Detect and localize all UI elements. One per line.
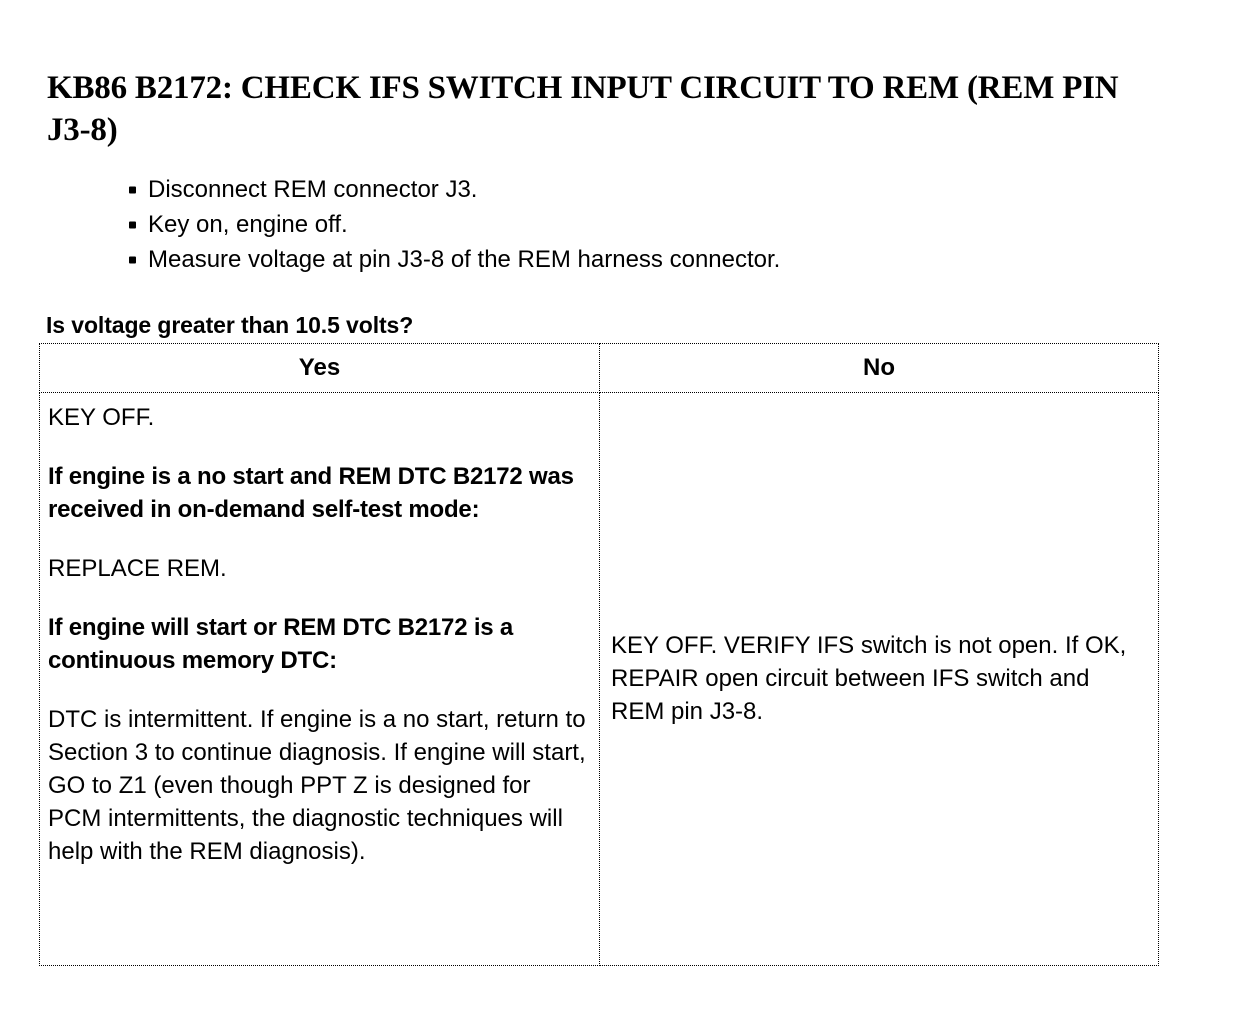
yes-paragraph-1: KEY OFF. <box>48 404 155 431</box>
bullet-icon <box>129 256 136 263</box>
list-item-label: Measure voltage at pin J3-8 of the REM h… <box>148 246 781 273</box>
list-item: Disconnect REM connector J3. <box>128 172 1078 207</box>
procedure-step-list: Disconnect REM connector J3. Key on, eng… <box>128 172 1078 277</box>
table-header-row: Yes No <box>39 343 1159 393</box>
question-prompt: Is voltage greater than 10.5 volts? <box>46 312 414 338</box>
column-header-yes: Yes <box>39 343 600 393</box>
cell-no-action: KEY OFF. VERIFY IFS switch is not open. … <box>599 392 1159 966</box>
page-title: KB86 B2172: CHECK IFS SWITCH INPUT CIRCU… <box>47 70 1119 149</box>
yes-paragraph-4: If engine will start or REM DTC B2172 is… <box>48 614 514 674</box>
yes-paragraph-3: REPLACE REM. <box>48 555 227 582</box>
list-item-label: Key on, engine off. <box>148 211 348 238</box>
bullet-icon <box>129 221 136 228</box>
bullet-icon <box>129 186 136 193</box>
cell-yes-action: KEY OFF. If engine is a no start and REM… <box>39 392 600 966</box>
no-paragraph-1: KEY OFF. VERIFY IFS switch is not open. … <box>611 631 1127 725</box>
decision-table: Yes No KEY OFF. If engine is a no start … <box>39 343 1159 966</box>
table-row: KEY OFF. If engine is a no start and REM… <box>39 392 1159 966</box>
column-header-no: No <box>599 343 1159 393</box>
list-item: Key on, engine off. <box>128 207 1078 242</box>
list-item: Measure voltage at pin J3-8 of the REM h… <box>128 242 1078 277</box>
cell-no-content: KEY OFF. VERIFY IFS switch is not open. … <box>600 621 1158 738</box>
list-item-label: Disconnect REM connector J3. <box>148 176 478 203</box>
yes-paragraph-2: If engine is a no start and REM DTC B217… <box>48 463 574 523</box>
cell-yes-content: KEY OFF. If engine is a no start and REM… <box>40 393 599 878</box>
yes-paragraph-5: DTC is intermittent. If engine is a no s… <box>48 706 586 865</box>
